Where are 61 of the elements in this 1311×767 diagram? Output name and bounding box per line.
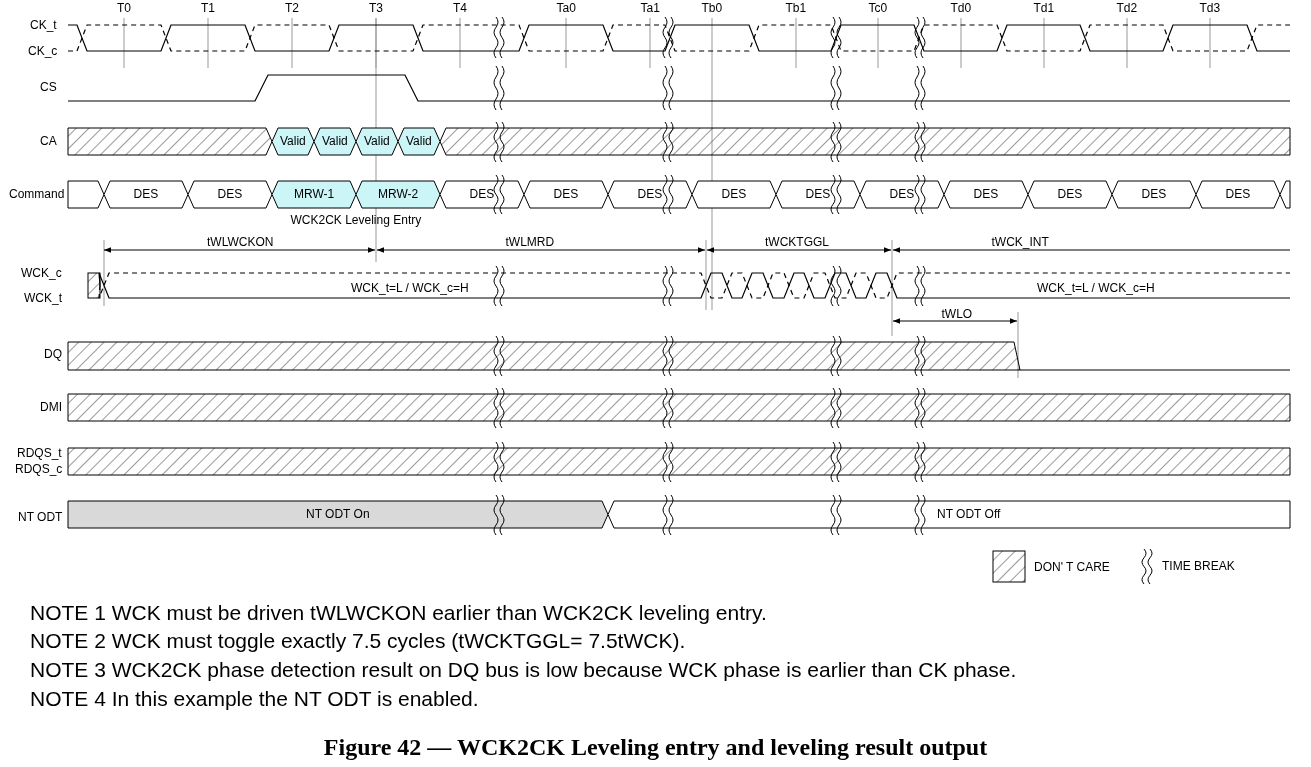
bus-value: DES bbox=[1225, 187, 1251, 201]
legend-text: DON' T CARE bbox=[1034, 560, 1110, 574]
signal-name: DQ bbox=[44, 347, 62, 361]
note: NOTE 4 In this example the NT ODT is enabled. bbox=[30, 687, 479, 711]
clock-edge-label: T2 bbox=[285, 1, 299, 15]
signal-name: CK_c bbox=[28, 44, 58, 58]
bus-value: DES bbox=[889, 187, 915, 201]
signal-name: Command bbox=[9, 187, 65, 201]
bus-value: DES bbox=[217, 187, 243, 201]
signal-name: RDQS_c bbox=[15, 462, 63, 476]
bus-value: DES bbox=[133, 187, 159, 201]
timing-parameter: tWLWCKON bbox=[207, 235, 274, 249]
bus-value: NT ODT Off bbox=[937, 507, 1001, 521]
signal-name: CS bbox=[40, 80, 57, 94]
bus-value: NT ODT On bbox=[306, 507, 370, 521]
clock-edge-label: T0 bbox=[117, 1, 131, 15]
signal-name: CK_t bbox=[30, 18, 57, 32]
signal-name: WCK_t bbox=[24, 291, 62, 305]
clock-edge-label: Td3 bbox=[1199, 1, 1221, 15]
state-label: WCK_t=L / WCK_c=H bbox=[351, 281, 469, 295]
signal-name: NT ODT bbox=[18, 510, 63, 524]
bus-value: DES bbox=[553, 187, 579, 201]
bus-value: DES bbox=[1057, 187, 1083, 201]
bus-value: Valid bbox=[322, 134, 348, 148]
clock-edge-label: Tc0 bbox=[868, 1, 888, 15]
clock-edge-label: Td1 bbox=[1033, 1, 1055, 15]
clock-edge-label: Td0 bbox=[950, 1, 972, 15]
signal-name: WCK_c bbox=[21, 266, 62, 280]
timing-parameter: tWCK_INT bbox=[991, 235, 1049, 249]
legend-text: TIME BREAK bbox=[1162, 559, 1235, 573]
note: NOTE 1 WCK must be driven tWLWCKON earlier than WCK2CK leveling entry. bbox=[30, 601, 767, 625]
signal-name: RDQS_t bbox=[17, 446, 62, 460]
clock-edge-label: Ta1 bbox=[640, 1, 660, 15]
clock-edge-label: Td2 bbox=[1116, 1, 1138, 15]
bus-value: Valid bbox=[280, 134, 306, 148]
note: NOTE 2 WCK must toggle exactly 7.5 cycles (tWCKTGGL= 7.5tWCK). bbox=[30, 629, 686, 653]
note: NOTE 3 WCK2CK phase detection result on DQ bus is low because WCK phase is earlier than CK phase. bbox=[30, 658, 1017, 682]
annotation: WCK2CK Leveling Entry bbox=[290, 213, 422, 227]
clock-edge-label: T3 bbox=[369, 1, 383, 15]
timing-parameter: tWLMRD bbox=[505, 235, 555, 249]
bus-value: Valid bbox=[406, 134, 432, 148]
clock-edge-label: T1 bbox=[201, 1, 215, 15]
clock-edge-label: Tb0 bbox=[701, 1, 723, 15]
clock-edge-label: T4 bbox=[453, 1, 467, 15]
figure-caption: Figure 42 — WCK2CK Leveling entry and leveling result output bbox=[322, 733, 989, 761]
bus-value: DES bbox=[721, 187, 747, 201]
signal-name: CA bbox=[40, 134, 57, 148]
timing-parameter: tWCKTGGL bbox=[765, 235, 829, 249]
bus-value: DES bbox=[469, 187, 495, 201]
bus-value: DES bbox=[805, 187, 831, 201]
bus-value: DES bbox=[973, 187, 999, 201]
signal-name: DMI bbox=[40, 400, 62, 414]
bus-value: DES bbox=[637, 187, 663, 201]
bus-value: DES bbox=[1141, 187, 1167, 201]
clock-edge-label: Tb1 bbox=[785, 1, 807, 15]
bus-value: MRW-1 bbox=[294, 187, 335, 201]
clock-edge-label: Ta0 bbox=[556, 1, 576, 15]
state-label: WCK_t=L / WCK_c=H bbox=[1037, 281, 1155, 295]
bus-value: Valid bbox=[364, 134, 390, 148]
timing-parameter: tWLO bbox=[941, 307, 973, 321]
bus-value: MRW-2 bbox=[378, 187, 419, 201]
